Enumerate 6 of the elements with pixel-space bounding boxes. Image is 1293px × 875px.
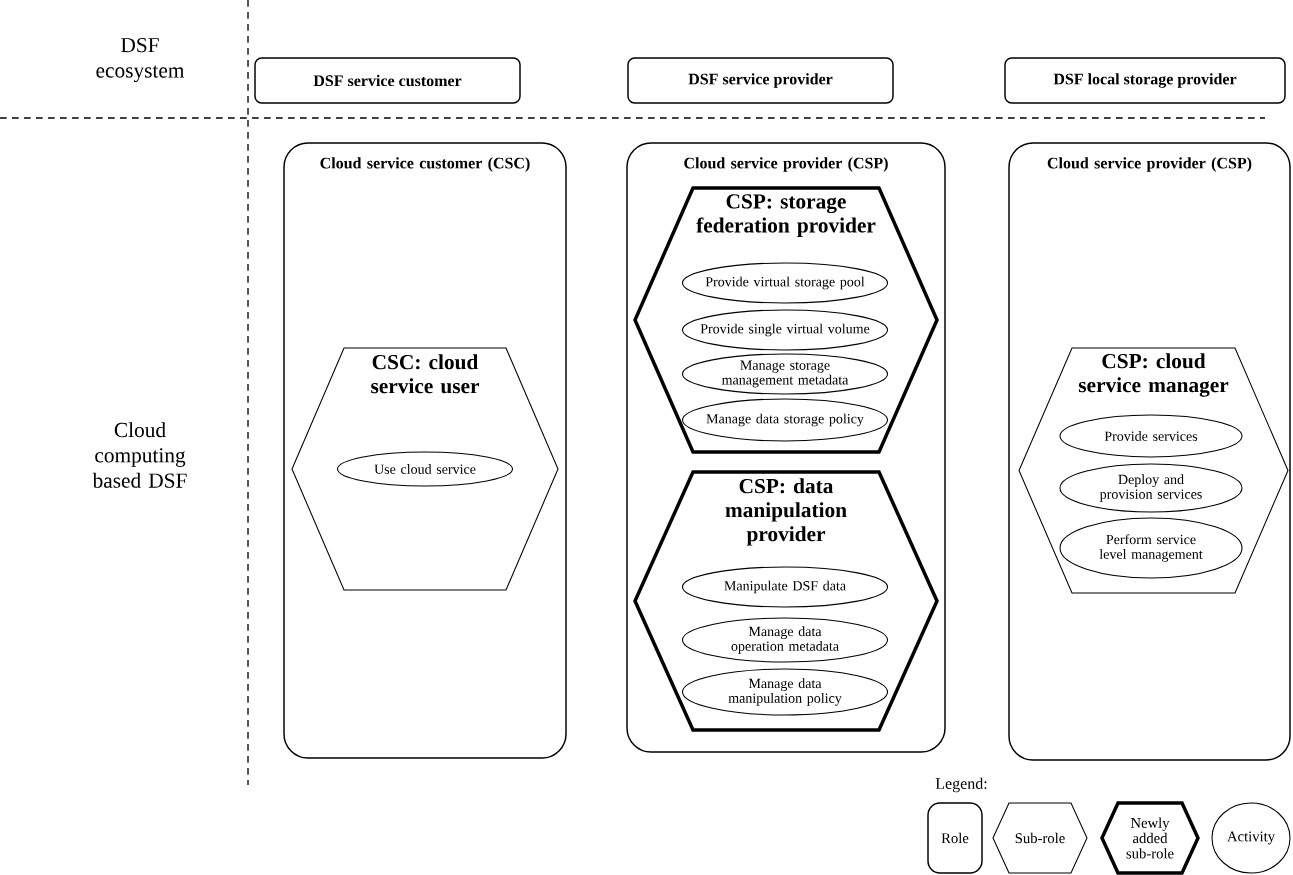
role-box: DSF local storage provider <box>1004 57 1286 104</box>
role-box: DSF service provider <box>627 57 894 104</box>
legend-title: Legend: <box>935 777 987 793</box>
role-box: DSF service customer <box>254 57 521 104</box>
side-label: Cloud computing based DSF <box>92 422 187 488</box>
side-label: DSF ecosystem <box>96 38 185 83</box>
